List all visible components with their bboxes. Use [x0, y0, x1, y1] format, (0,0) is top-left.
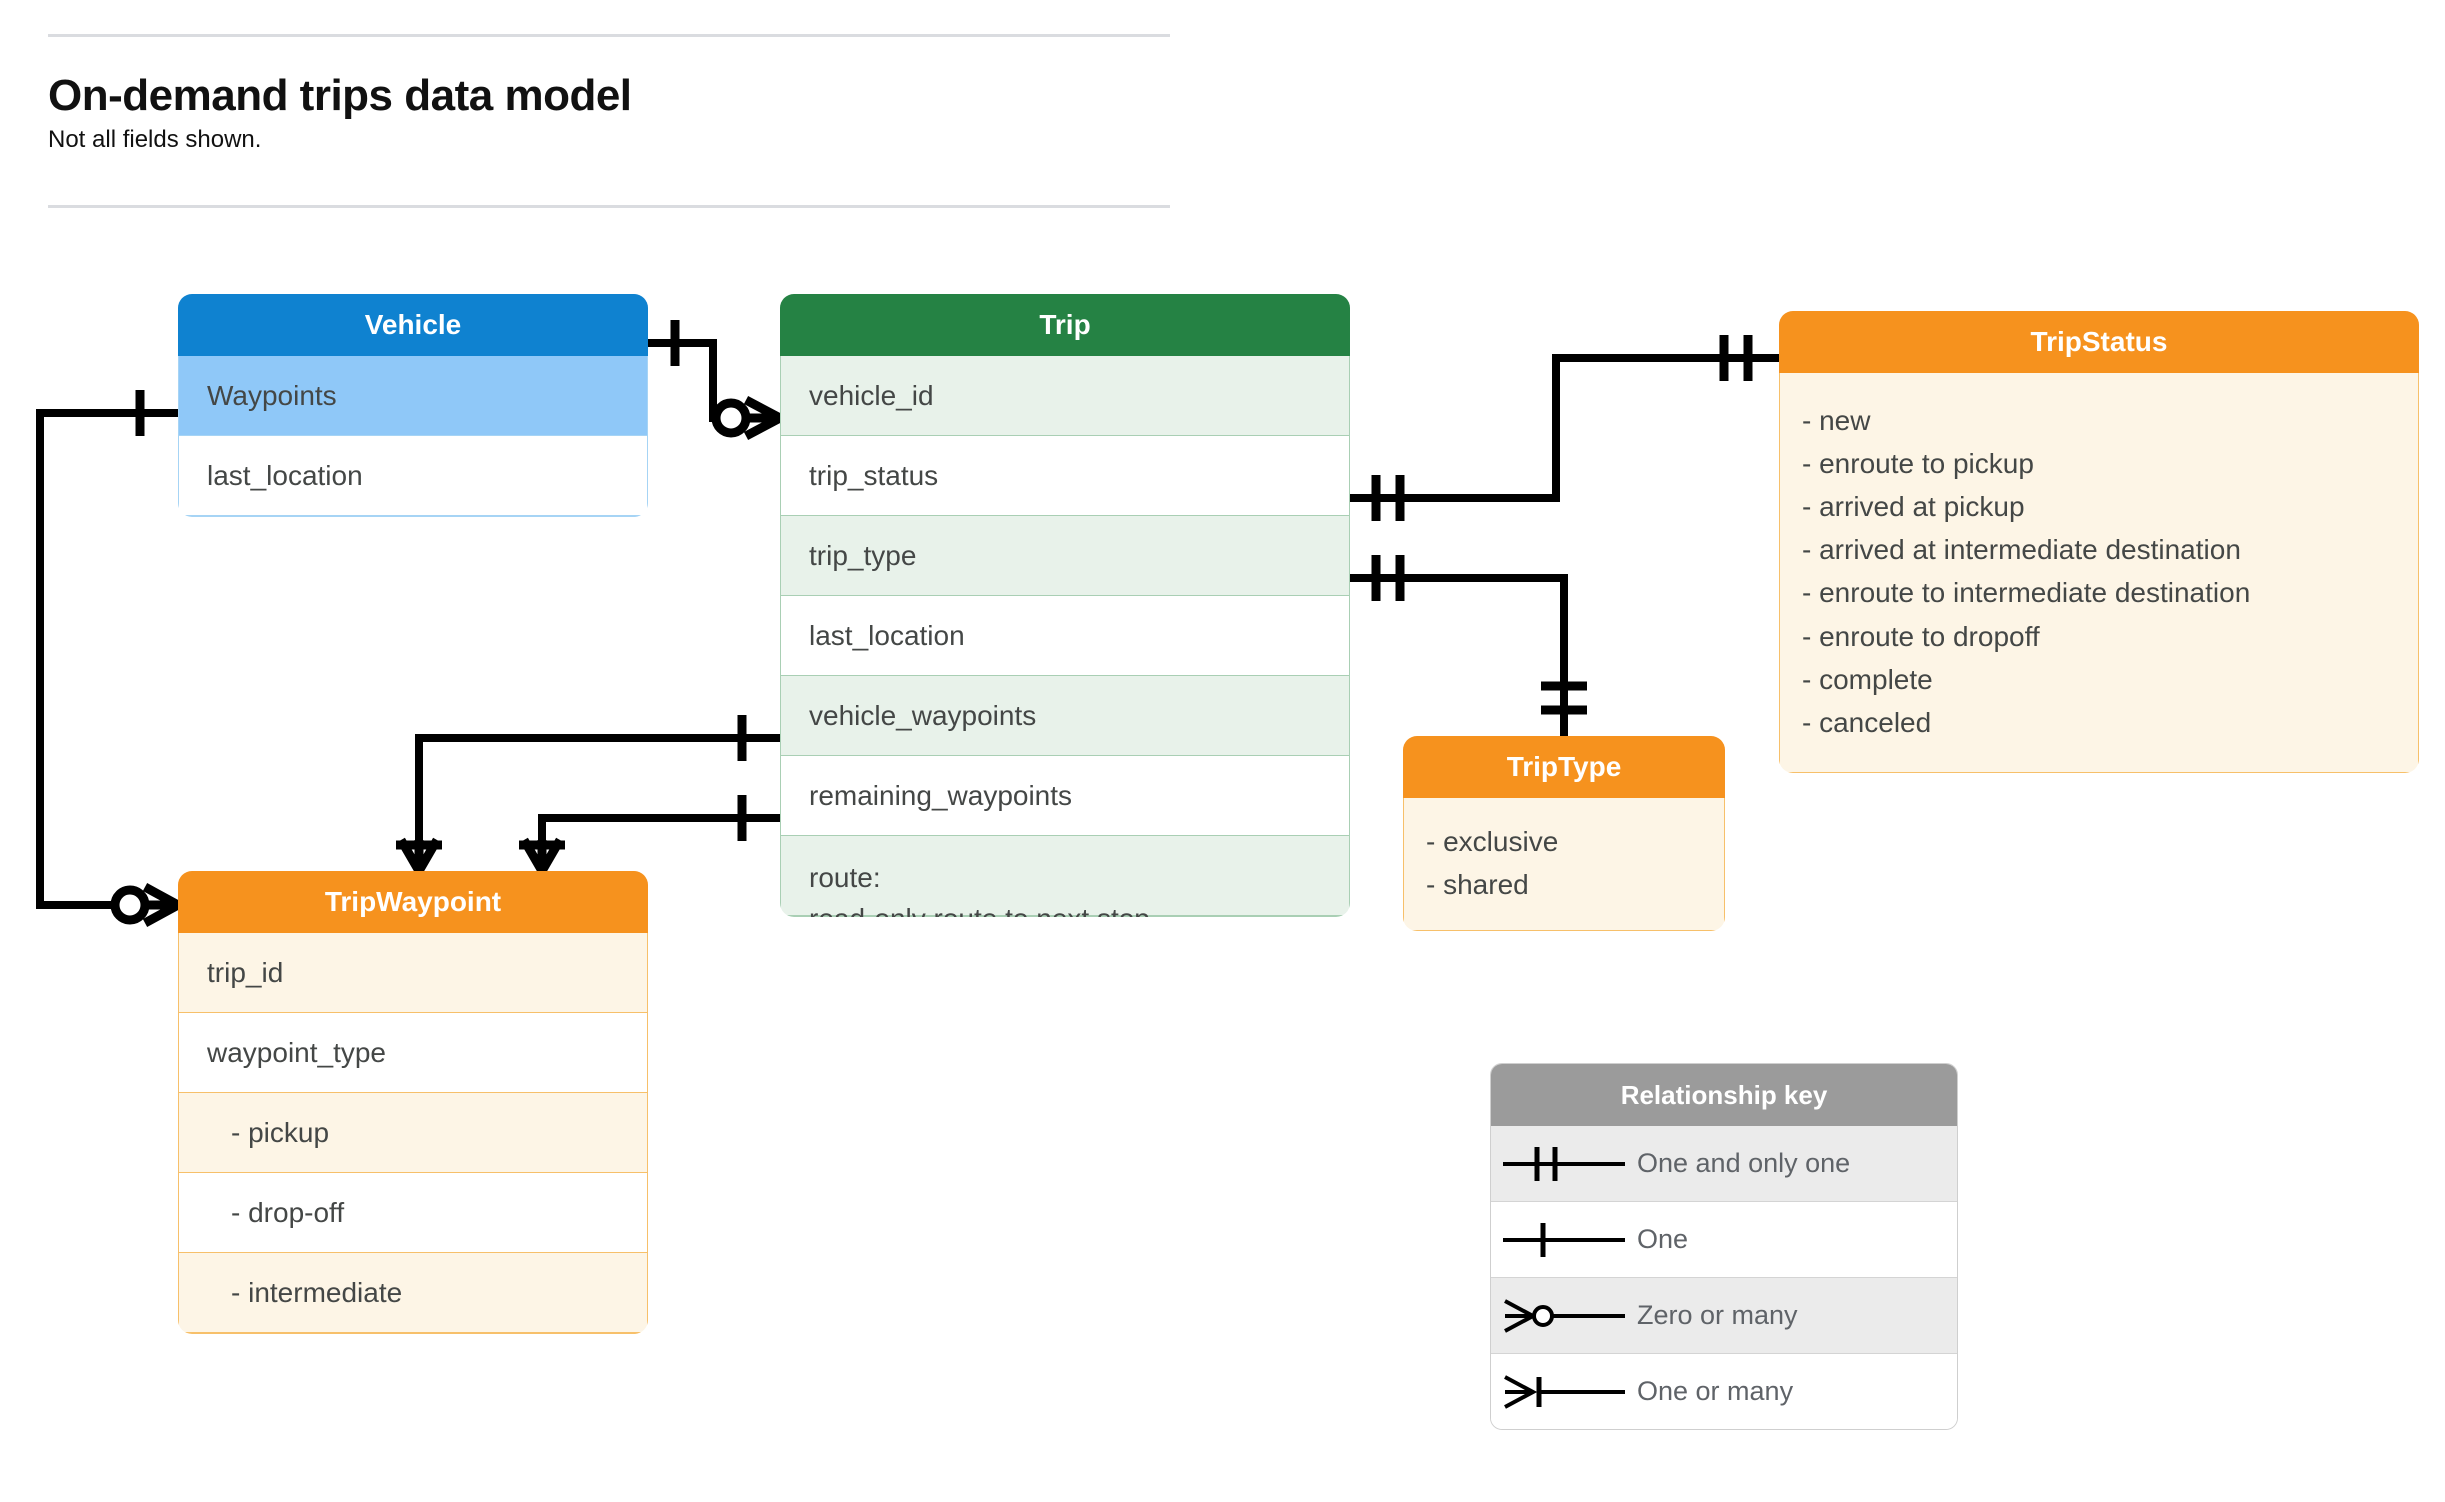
- legend-label: Zero or many: [1637, 1300, 1798, 1330]
- field-route-description: read-only route to next stop: [809, 899, 1321, 917]
- legend-row: One: [1491, 1202, 1957, 1278]
- page-subtitle: Not all fields shown.: [48, 126, 262, 154]
- enum-value: - shared: [1426, 869, 1529, 901]
- enum-value: - arrived at pickup: [1802, 491, 2025, 523]
- entity-trip-type-title: TripType: [1403, 736, 1725, 798]
- relationship-key-title: Relationship key: [1491, 1064, 1957, 1126]
- legend-row: Zero or many: [1491, 1278, 1957, 1354]
- field-route-label: route:: [809, 862, 881, 893]
- header-bottom-rule: [48, 205, 1170, 208]
- page-title: On-demand trips data model: [48, 71, 632, 120]
- enum-value-dropoff: - drop-off: [179, 1173, 647, 1253]
- header-top-rule: [48, 34, 1170, 37]
- enum-value: - arrived at intermediate destination: [1802, 534, 2241, 566]
- entity-trip[interactable]: Trip vehicle_id trip_status trip_type la…: [780, 294, 1350, 917]
- entity-trip-type[interactable]: TripType - exclusive - shared: [1403, 736, 1725, 932]
- field-trip-id[interactable]: trip_id: [179, 933, 647, 1013]
- enum-value-pickup: - pickup: [179, 1093, 647, 1173]
- field-vehicle-waypoints[interactable]: vehicle_waypoints: [781, 676, 1349, 756]
- entity-trip-fields: vehicle_id trip_status trip_type last_lo…: [780, 356, 1350, 917]
- field-remaining-waypoints[interactable]: remaining_waypoints: [781, 756, 1349, 836]
- field-waypoints[interactable]: Waypoints: [179, 356, 647, 436]
- legend-label: One or many: [1637, 1376, 1794, 1406]
- enum-value: - new: [1802, 405, 1871, 436]
- entity-vehicle-fields: Waypoints last_location: [178, 356, 648, 517]
- field-route[interactable]: route: read-only route to next stop: [781, 836, 1349, 917]
- one-icon: [1491, 1217, 1637, 1263]
- enum-value-intermediate: - intermediate: [179, 1253, 647, 1333]
- entity-trip-title: Trip: [780, 294, 1350, 356]
- entity-trip-waypoint-title: TripWaypoint: [178, 871, 648, 933]
- entity-trip-waypoint[interactable]: TripWaypoint trip_id waypoint_type - pic…: [178, 871, 648, 1334]
- field-trip-last-location[interactable]: last_location: [781, 596, 1349, 676]
- field-trip-type[interactable]: trip_type: [781, 516, 1349, 596]
- enum-value: - canceled: [1802, 706, 1932, 738]
- enum-value: - exclusive: [1426, 826, 1559, 857]
- legend-label: One and only one: [1637, 1148, 1851, 1178]
- legend-row: One or many: [1491, 1354, 1957, 1429]
- field-vehicle-id[interactable]: vehicle_id: [781, 356, 1349, 436]
- one-and-only-one-icon: [1491, 1141, 1637, 1187]
- enum-value: - complete: [1802, 663, 1933, 695]
- entity-trip-waypoint-fields: trip_id waypoint_type - pickup - drop-of…: [178, 933, 648, 1334]
- relationship-key-legend: Relationship key One and only one One: [1490, 1063, 1958, 1430]
- field-trip-status[interactable]: trip_status: [781, 436, 1349, 516]
- document-header: On-demand trips data model Not all field…: [48, 34, 1170, 154]
- legend-label: One: [1637, 1224, 1689, 1254]
- zero-or-many-icon: [1491, 1293, 1637, 1339]
- field-waypoint-type[interactable]: waypoint_type: [179, 1013, 647, 1093]
- entity-trip-status[interactable]: TripStatus - new - enroute to pickup - a…: [1779, 311, 2419, 773]
- entity-vehicle-title: Vehicle: [178, 294, 648, 356]
- enum-value: - enroute to dropoff: [1802, 620, 2040, 652]
- one-or-many-icon: [1491, 1369, 1637, 1415]
- entity-trip-status-values: - new - enroute to pickup - arrived at p…: [1779, 373, 2419, 773]
- entity-trip-status-title: TripStatus: [1779, 311, 2419, 373]
- field-last-location[interactable]: last_location: [179, 436, 647, 516]
- enum-value: - enroute to intermediate destination: [1802, 577, 2251, 609]
- legend-row: One and only one: [1491, 1126, 1957, 1202]
- enum-value: - enroute to pickup: [1802, 448, 2034, 480]
- entity-trip-type-values: - exclusive - shared: [1403, 798, 1725, 932]
- entity-vehicle[interactable]: Vehicle Waypoints last_location: [178, 294, 648, 517]
